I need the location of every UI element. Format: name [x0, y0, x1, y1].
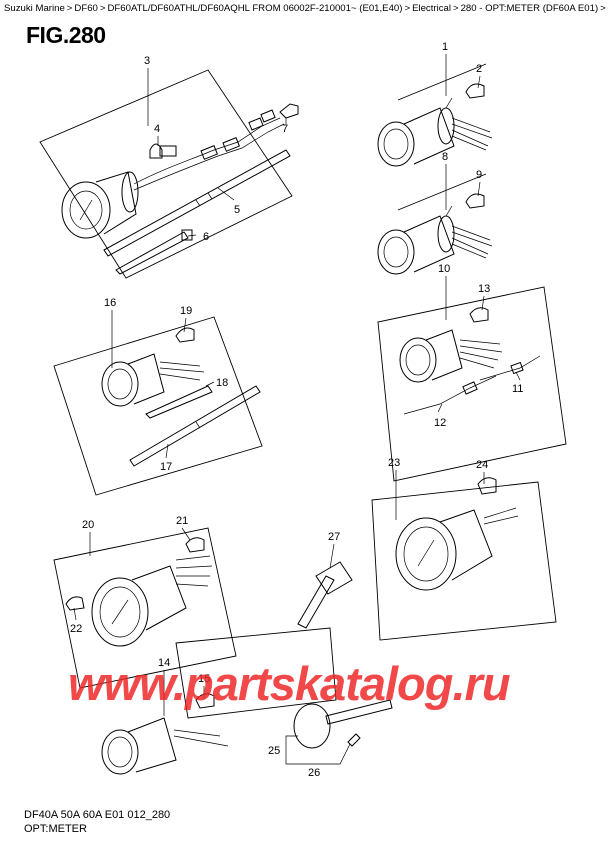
bulb-part-13[interactable]: [469, 307, 489, 323]
harness-part-3: [133, 109, 285, 191]
callout-11: 11: [512, 383, 523, 395]
callout-21: 21: [176, 515, 188, 527]
callout-8: 8: [442, 151, 448, 163]
bulb-part-19[interactable]: [175, 327, 195, 343]
callout-5: 5: [234, 204, 240, 216]
callout-20: 20: [82, 519, 94, 531]
breadcrumb-link-4[interactable]: 280 - OPT:METER (DF60A E01): [460, 3, 599, 14]
callout-13: 13: [478, 283, 490, 295]
connector-part-7[interactable]: [279, 103, 299, 119]
bulb-part-15[interactable]: [195, 693, 215, 709]
group-frame-16: [53, 316, 263, 496]
bulb-part-21[interactable]: [185, 537, 205, 553]
holder-part-27[interactable]: [297, 561, 353, 629]
callout-18: 18: [216, 377, 228, 389]
harness-part-12[interactable]: [403, 375, 497, 415]
breadcrumb-separator: >: [99, 3, 106, 14]
screw-part-26[interactable]: [347, 733, 361, 747]
footer-caption: OPT:METER: [24, 823, 87, 835]
bulb-part-24[interactable]: [477, 477, 497, 495]
breadcrumb: Suzuki Marine>DF60>DF60ATL/DF60ATHL/DF60…: [4, 3, 606, 15]
breadcrumb-separator: >: [66, 3, 73, 14]
leader-lines: [73, 54, 521, 765]
breadcrumb-link-2[interactable]: DF60ATL/DF60ATHL/DF60AQHL FROM 06002F-21…: [107, 3, 403, 14]
callout-12: 12: [434, 417, 446, 429]
callout-labels: 1 2 3 4 5 6 7 8 9 10 11 12 13 14 15 16 1…: [70, 41, 523, 779]
callout-26: 26: [308, 767, 320, 779]
tube-part-5[interactable]: [103, 149, 291, 257]
breadcrumb-link-3[interactable]: Electrical: [412, 3, 451, 14]
callout-7: 7: [282, 123, 288, 135]
meter-part-8[interactable]: [377, 205, 493, 275]
meter-part-10[interactable]: [399, 329, 503, 383]
callout-9: 9: [476, 169, 482, 181]
breadcrumb-separator: >: [452, 3, 459, 14]
tie-part-6[interactable]: [115, 229, 193, 275]
callout-17: 17: [160, 461, 172, 473]
meter-part-3[interactable]: [61, 171, 139, 239]
breadcrumb-link-1[interactable]: DF60: [74, 3, 98, 14]
bulb-part-4[interactable]: [149, 143, 177, 159]
group-frame-8: [397, 173, 487, 211]
callout-3: 3: [144, 55, 150, 67]
callout-2: 2: [476, 63, 482, 75]
bulb-part-9[interactable]: [465, 193, 485, 209]
bulb-part-22[interactable]: [65, 596, 85, 611]
group-frame-20: [53, 527, 237, 689]
footer-code: DF40A 50A 60A E01 012_280: [24, 809, 171, 821]
meter-part-23[interactable]: [395, 507, 519, 591]
meter-part-20[interactable]: [91, 555, 213, 647]
callout-15: 15: [198, 673, 210, 685]
bracket-part-25[interactable]: [293, 699, 393, 749]
group-frame-14: [175, 627, 337, 719]
meter-part-14[interactable]: [101, 717, 229, 775]
callout-16: 16: [104, 297, 116, 309]
breadcrumb-separator: >: [600, 3, 606, 14]
tie-part-18[interactable]: [145, 385, 213, 419]
meter-part-1[interactable]: [377, 97, 493, 167]
meter-part-16[interactable]: [101, 353, 205, 407]
callout-19: 19: [180, 305, 192, 317]
callout-6: 6: [203, 231, 209, 243]
group-frame-10: [377, 286, 567, 482]
callout-24: 24: [476, 459, 488, 471]
callout-1: 1: [442, 41, 448, 53]
callout-14: 14: [158, 657, 170, 669]
callout-22: 22: [70, 623, 82, 635]
breadcrumb-separator: >: [404, 3, 411, 14]
callout-27: 27: [328, 531, 340, 543]
callout-25: 25: [268, 745, 280, 757]
tube-part-17[interactable]: [129, 385, 261, 467]
breadcrumb-link-0[interactable]: Suzuki Marine: [4, 3, 65, 14]
callout-4: 4: [154, 123, 160, 135]
callout-23: 23: [388, 457, 400, 469]
bulb-part-2[interactable]: [465, 83, 485, 99]
watermark-text: www.partskatalog.ru: [68, 657, 511, 710]
group-frame-3: [39, 69, 293, 279]
figure-title: FIG.280: [26, 22, 106, 48]
group-frame-23: [371, 481, 557, 641]
group-frame-1: [397, 63, 487, 101]
callout-10: 10: [438, 263, 450, 275]
harness-part-11[interactable]: [479, 355, 541, 381]
